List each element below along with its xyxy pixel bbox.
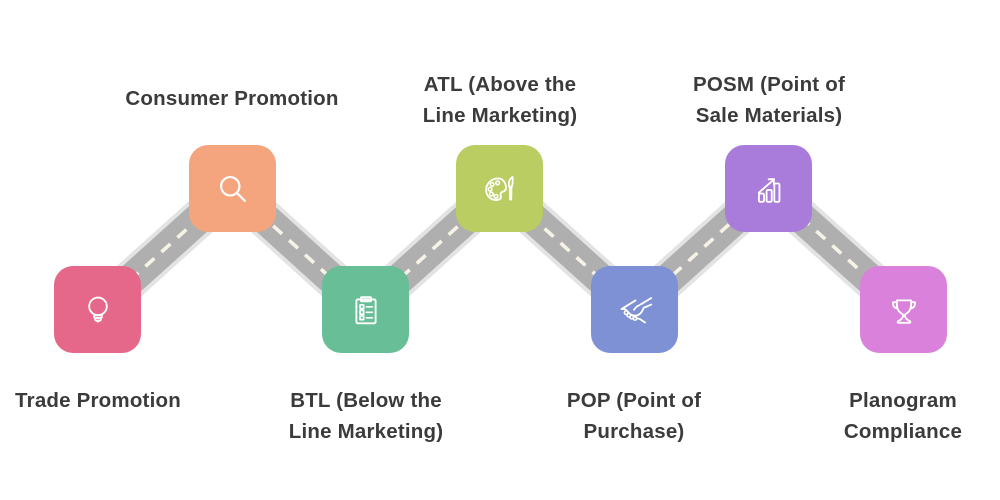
step-node-consumer-promotion: [189, 145, 276, 232]
step-label-pop: POP (Point of Purchase): [566, 389, 702, 443]
handshake-icon: [620, 296, 652, 323]
step-node-pop: [591, 266, 678, 353]
step-label-trade-promotion: Trade Promotion: [15, 389, 181, 412]
step-node-atl: [456, 145, 543, 232]
palette-icon: [484, 175, 514, 201]
step-label-posm: POSM (Point of Sale Materials): [693, 73, 845, 127]
step-node-planogram: [860, 266, 947, 353]
step-node-btl: [322, 266, 409, 353]
step-label-atl: ATL (Above the Line Marketing): [422, 73, 578, 127]
step-node-trade-promotion: [54, 266, 141, 353]
bar-chart-icon: [757, 177, 780, 203]
step-label-consumer-promotion: Consumer Promotion: [125, 87, 339, 110]
lightbulb-icon: [87, 296, 108, 323]
step-node-posm: [725, 145, 812, 232]
magnifier-icon: [219, 175, 246, 202]
trophy-icon: [891, 298, 916, 324]
step-label-planogram: Planogram Compliance: [843, 389, 963, 443]
step-label-btl: BTL (Below the Line Marketing): [288, 389, 444, 443]
checklist-clipboard-icon: [354, 295, 377, 324]
